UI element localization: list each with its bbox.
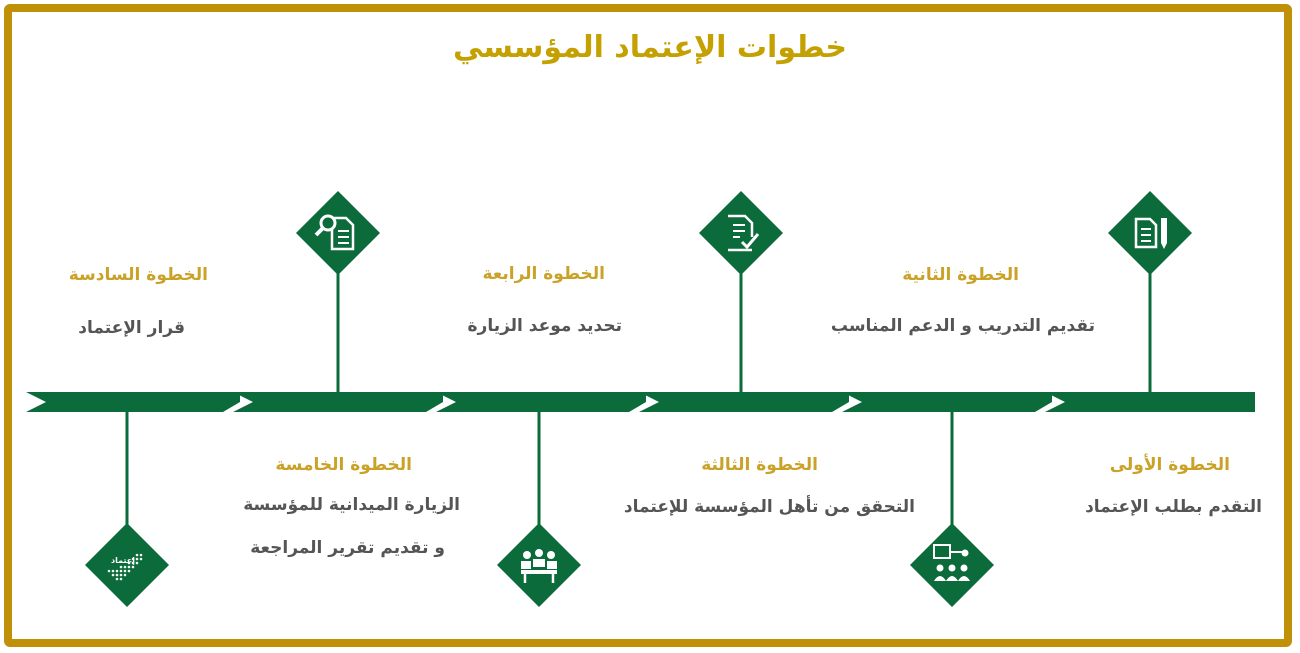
- step-3-desc: التحقق من تأهل المؤسسة للإعتماد: [623, 497, 915, 517]
- timeline-segment-5: [233, 392, 443, 412]
- timeline-segment-2: [842, 392, 1052, 412]
- meeting-icon: [497, 523, 581, 607]
- timeline-segment-6: [26, 392, 240, 412]
- timeline-segment-4: [436, 392, 646, 412]
- page-title: خطوات الإعتماد المؤسسي: [453, 30, 847, 65]
- document-check-icon: [699, 191, 783, 275]
- page-frame: [4, 4, 1292, 647]
- document-pencil-icon: [1108, 191, 1192, 275]
- step-3-title: الخطوة الثالثة: [701, 455, 818, 475]
- step-5-desc-line2: و تقديم تقرير المراجعة: [250, 538, 445, 558]
- step-4-title: الخطوة الرابعة: [482, 264, 605, 284]
- presentation-audience-icon: [910, 523, 994, 607]
- timeline-segment-1: [1045, 392, 1255, 412]
- step-6-desc: قرار الإعتماد: [78, 318, 185, 338]
- step-1-title: الخطوة الأولى: [1109, 455, 1230, 475]
- step-5-title: الخطوة الخامسة: [275, 455, 412, 475]
- step-5-desc: الزيارة الميدانية للمؤسسة: [243, 495, 460, 515]
- step-2-title: الخطوة الثانية: [902, 265, 1019, 285]
- timeline-bar: [26, 392, 1255, 412]
- document-search-icon: [296, 191, 380, 275]
- timeline-segment-3: [639, 392, 849, 412]
- badge-label: إعتماد: [111, 556, 135, 565]
- step-6-title: الخطوة السادسة: [68, 265, 208, 285]
- step-1-desc: التقدم بطلب الإعتماد: [1085, 497, 1262, 517]
- accreditation-badge-icon: إعتماد: [85, 523, 169, 607]
- step-4-desc: تحديد موعد الزيارة: [467, 316, 623, 336]
- step-2-desc: تقديم التدريب و الدعم المناسب: [830, 316, 1095, 336]
- timeline-stems: [125, 270, 1152, 525]
